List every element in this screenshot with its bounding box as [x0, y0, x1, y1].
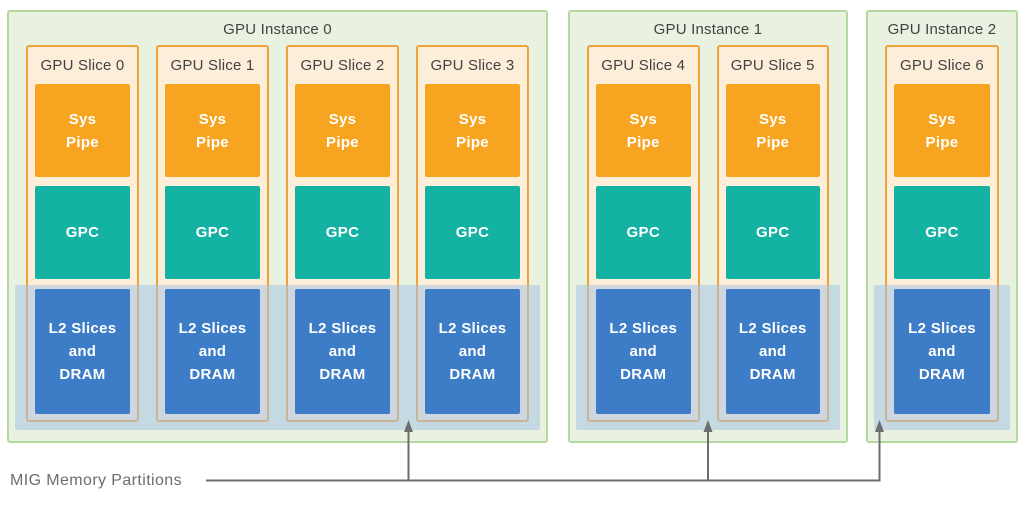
gpu-slice-5-title: GPU Slice 5 [730, 57, 815, 74]
sys-pipe-block: Sys Pipe [596, 84, 691, 177]
gpu-slice-4-title: GPU Slice 4 [601, 57, 686, 74]
l2-dram-block: L2 Slices and DRAM [725, 289, 820, 414]
gpc-block: GPC [165, 186, 260, 279]
mig-memory-partitions-label: MIG Memory Partitions [10, 472, 182, 489]
gpu-slice-1: GPU Slice 1 Sys Pipe GPC L2 Slices and D… [156, 45, 269, 422]
gpu-instance-0-slices: GPU Slice 0 Sys Pipe GPC L2 Slices and D… [9, 45, 546, 422]
gpu-instance-2: GPU Instance 2 GPU Slice 6 Sys Pipe GPC … [866, 10, 1018, 443]
sys-pipe-block: Sys Pipe [894, 84, 990, 177]
gpu-slice-0: GPU Slice 0 Sys Pipe GPC L2 Slices and D… [26, 45, 139, 422]
gpc-block: GPC [725, 186, 820, 279]
sys-pipe-block: Sys Pipe [725, 84, 820, 177]
gpc-block: GPC [596, 186, 691, 279]
gpc-block: GPC [35, 186, 130, 279]
gpu-slice-2-title: GPU Slice 2 [300, 57, 385, 74]
gpu-instance-0: GPU Instance 0 GPU Slice 0 Sys Pipe GPC … [7, 10, 548, 443]
gpu-slice-6: GPU Slice 6 Sys Pipe GPC L2 Slices and D… [885, 45, 999, 422]
gpu-slice-3: GPU Slice 3 Sys Pipe GPC L2 Slices and D… [416, 45, 529, 422]
gpc-block: GPC [295, 186, 390, 279]
sys-pipe-block: Sys Pipe [35, 84, 130, 177]
gpu-instance-0-title: GPU Instance 0 [223, 21, 332, 38]
gpu-slice-1-title: GPU Slice 1 [170, 57, 255, 74]
gpu-slice-2: GPU Slice 2 Sys Pipe GPC L2 Slices and D… [286, 45, 399, 422]
gpu-slice-5: GPU Slice 5 Sys Pipe GPC L2 Slices and D… [716, 45, 829, 422]
gpu-instance-1-slices: GPU Slice 4 Sys Pipe GPC L2 Slices and D… [570, 45, 846, 422]
sys-pipe-block: Sys Pipe [295, 84, 390, 177]
gpu-instance-1: GPU Instance 1 GPU Slice 4 Sys Pipe GPC … [568, 10, 848, 443]
gpu-slice-0-title: GPU Slice 0 [40, 57, 125, 74]
l2-dram-block: L2 Slices and DRAM [425, 289, 520, 414]
gpu-instance-2-title: GPU Instance 2 [887, 21, 997, 38]
gpu-slice-6-title: GPU Slice 6 [900, 57, 984, 74]
l2-dram-block: L2 Slices and DRAM [165, 289, 260, 414]
l2-dram-block: L2 Slices and DRAM [295, 289, 390, 414]
l2-dram-block: L2 Slices and DRAM [35, 289, 130, 414]
sys-pipe-block: Sys Pipe [425, 84, 520, 177]
gpu-slice-3-title: GPU Slice 3 [430, 57, 515, 74]
l2-dram-block: L2 Slices and DRAM [596, 289, 691, 414]
gpu-slice-4: GPU Slice 4 Sys Pipe GPC L2 Slices and D… [587, 45, 700, 422]
l2-dram-block: L2 Slices and DRAM [894, 289, 990, 414]
gpu-instance-2-slices: GPU Slice 6 Sys Pipe GPC L2 Slices and D… [868, 45, 1016, 422]
gpu-instance-1-title: GPU Instance 1 [653, 21, 763, 38]
gpc-block: GPC [425, 186, 520, 279]
sys-pipe-block: Sys Pipe [165, 84, 260, 177]
gpc-block: GPC [894, 186, 990, 279]
